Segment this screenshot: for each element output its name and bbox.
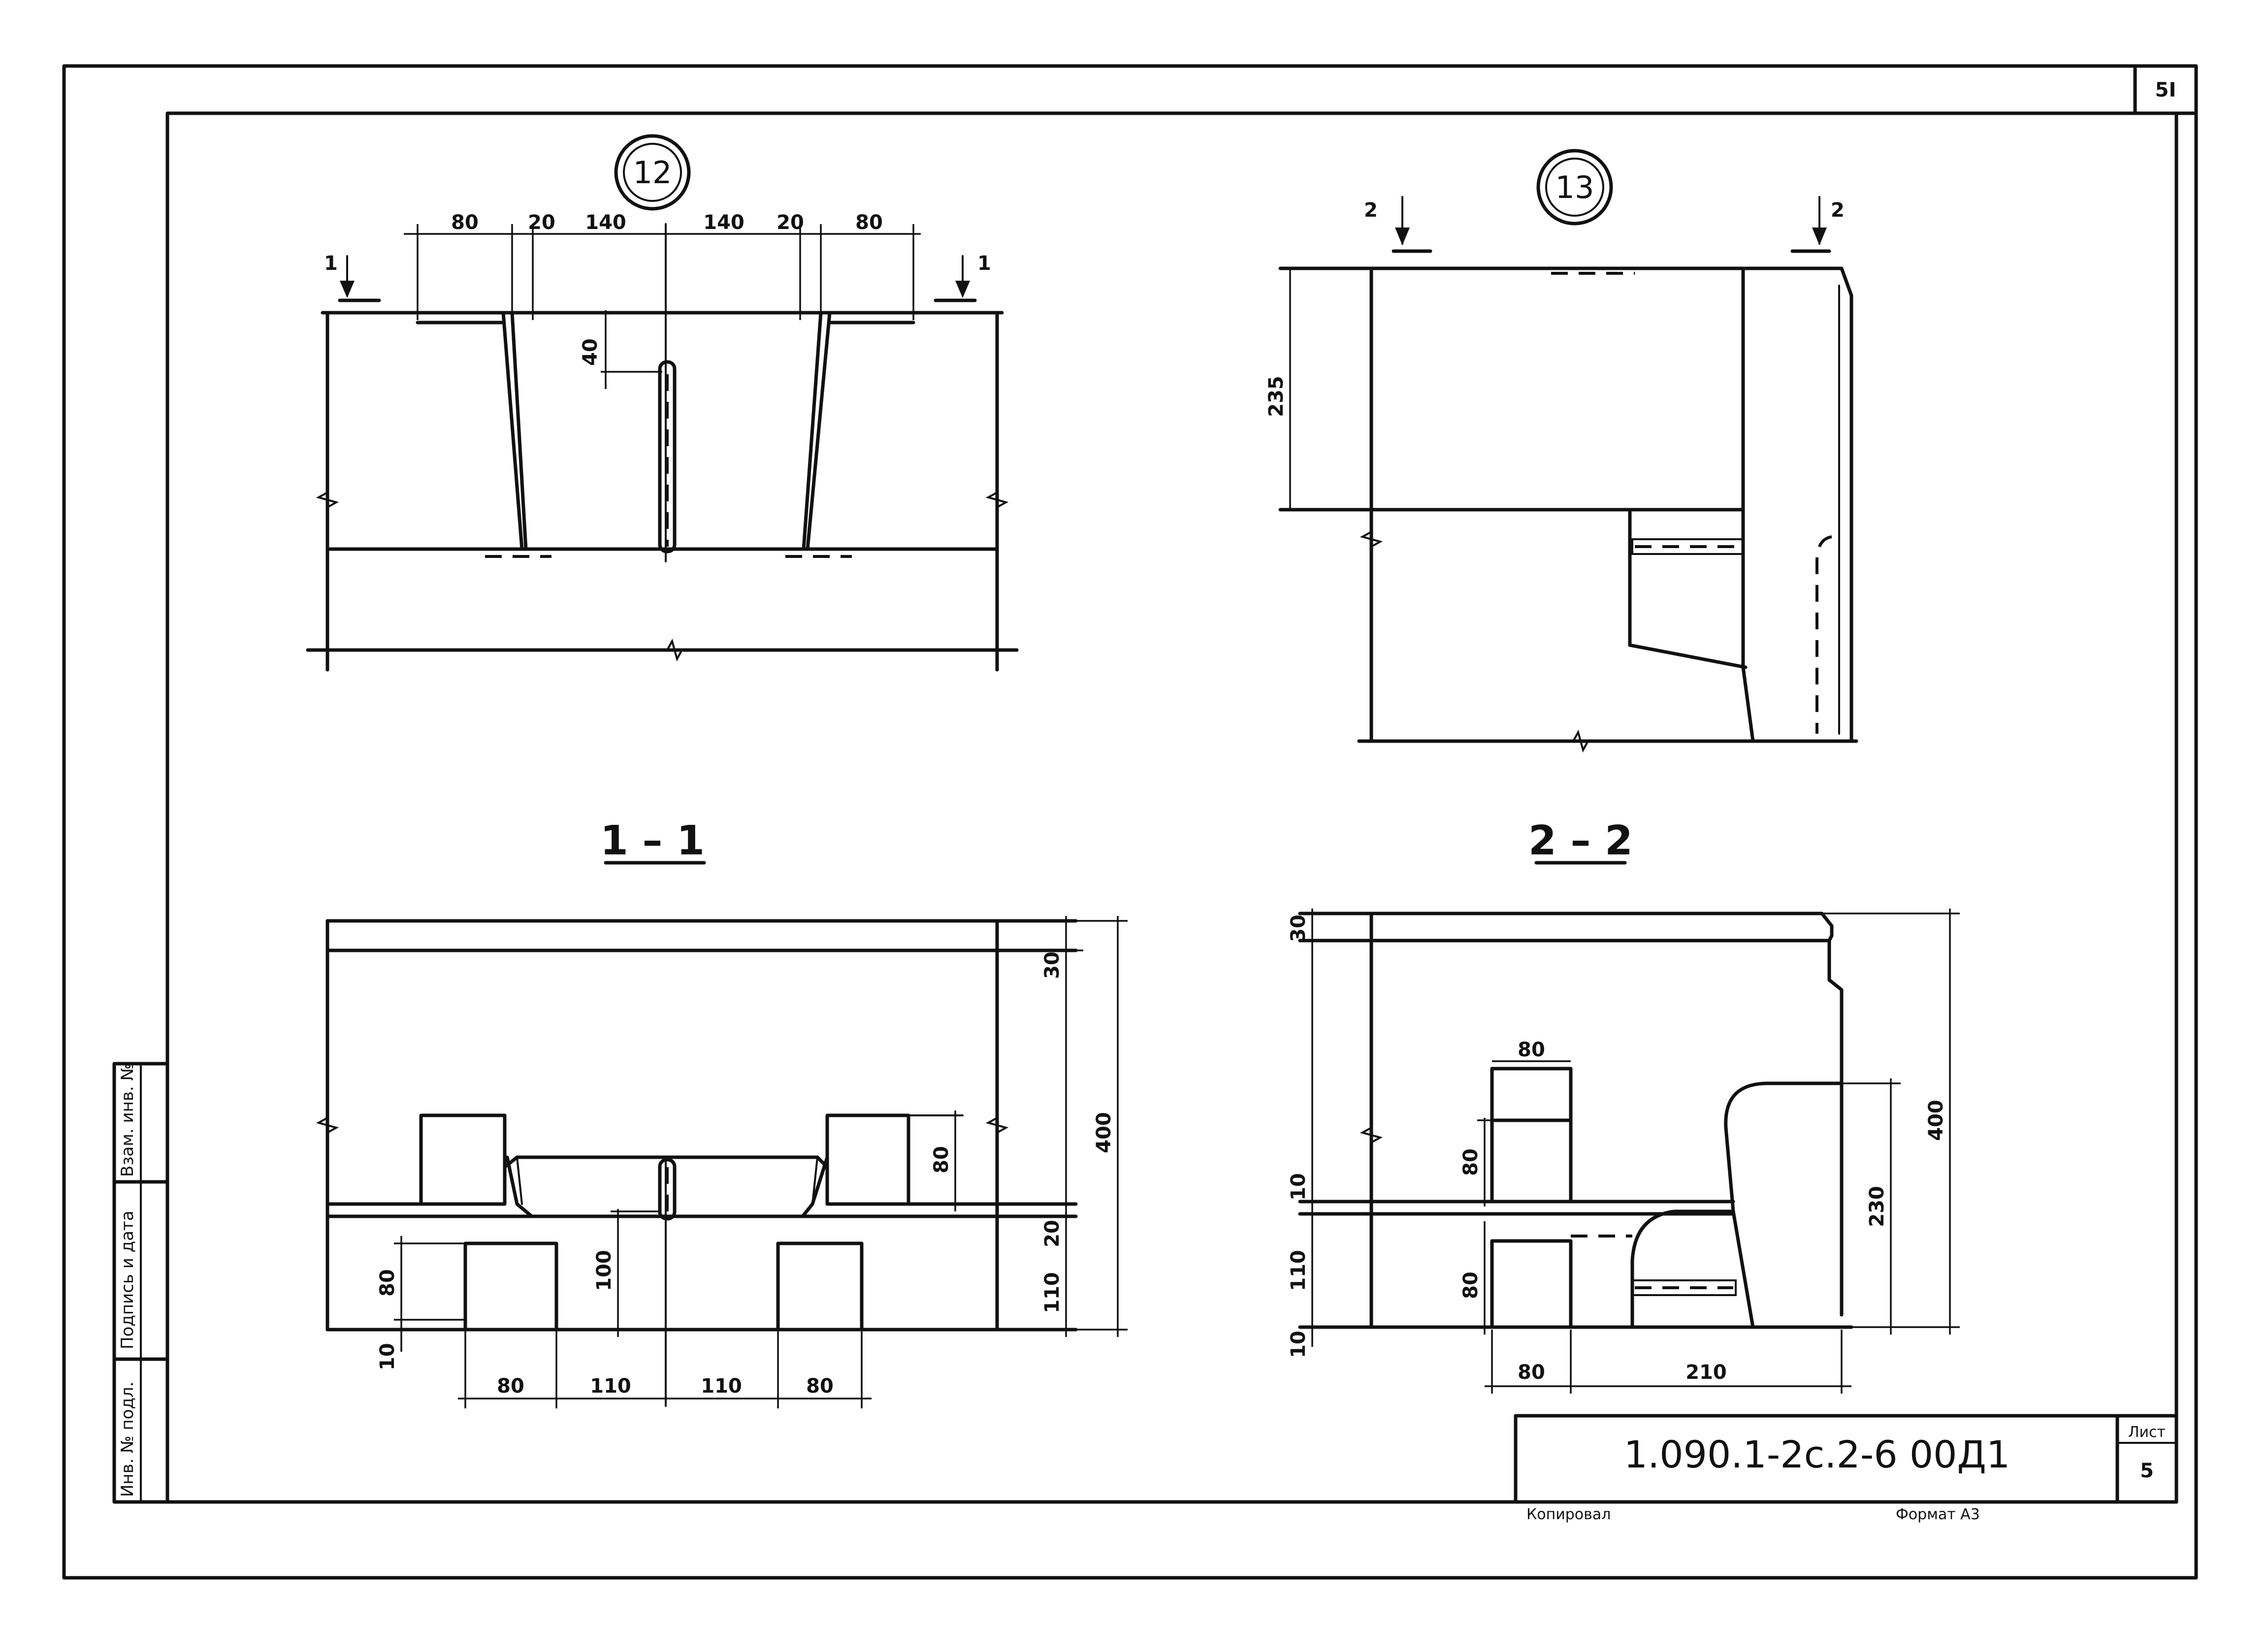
- section-2-2-dim-left-3: 10: [1287, 1331, 1310, 1358]
- title-block: 1.090.1-2с.2-6 00Д1 Лист 5 Копировал Фор…: [1514, 1414, 2178, 1523]
- section-1-1-dim-bottom-1: 110: [590, 1375, 631, 1398]
- side-stamp-replace: Взам. инв. №: [118, 1063, 137, 1177]
- section-2-2-dim-bottom-1: 210: [1685, 1361, 1727, 1384]
- section-1-1-title: 1 – 1: [600, 817, 705, 864]
- document-code: 1.090.1-2с.2-6 00Д1: [1624, 1433, 2010, 1476]
- node-12-dim-vertical: 40: [579, 338, 602, 366]
- section-2-2-dim-left-0: 30: [1287, 914, 1310, 942]
- section-1-1-dim-left-1: 10: [376, 1343, 399, 1370]
- node-12-section-mark-right: 1: [977, 252, 991, 275]
- section-2-2-dim-left-2: 110: [1287, 1250, 1310, 1291]
- section-1-1-dim-inner-0: 80: [930, 1146, 953, 1173]
- section-2-2-dim-inner-0: 80: [1518, 1039, 1545, 1061]
- section-1-1: 1 – 1 30: [316, 817, 1128, 1408]
- section-2-2: 2 – 2 30 10 110 10 80 80 80: [1287, 817, 1960, 1394]
- corner-sheet-number: 5I: [2155, 79, 2176, 101]
- section-1-1-dim-right-0: 30: [1041, 951, 1064, 979]
- section-2-2-dim-inner-1: 80: [1459, 1148, 1482, 1176]
- side-stamp-sign: Подпись и дата: [118, 1210, 137, 1349]
- section-2-2-dim-inner-2: 80: [1459, 1271, 1482, 1299]
- node-13-dim-height: 235: [1265, 376, 1288, 417]
- node-13: 13 2 2 235: [1265, 149, 1858, 753]
- format-label: Формат А3: [1896, 1506, 1980, 1523]
- node-13-section-mark-left: 2: [1364, 199, 1378, 222]
- section-1-1-dim-right-1: 20: [1041, 1220, 1064, 1247]
- section-2-2-title: 2 – 2: [1528, 817, 1633, 864]
- node-12-dim-top-3: 140: [703, 211, 745, 234]
- node-12-dim-top-2: 140: [585, 211, 626, 234]
- section-1-1-dim-right-3: 400: [1093, 1112, 1115, 1153]
- node-13-marker: 13: [1555, 169, 1594, 205]
- node-12-dim-top-0: 80: [451, 211, 479, 234]
- section-1-1-dim-bottom-0: 80: [497, 1375, 524, 1398]
- section-2-2-dim-left-1: 10: [1287, 1173, 1310, 1201]
- section-2-2-dim-bottom-0: 80: [1518, 1361, 1545, 1384]
- side-stamp-inv: Инв. № подл.: [118, 1381, 137, 1497]
- section-1-1-dim-bottom-3: 80: [806, 1375, 834, 1398]
- node-12-dim-top-1: 20: [528, 211, 555, 234]
- node-13-section-mark-right: 2: [1831, 199, 1845, 222]
- section-1-1-dim-inner-1: 100: [593, 1250, 616, 1291]
- section-2-2-dim-right-1: 400: [1925, 1100, 1947, 1141]
- node-12: 12 1 1 80 20 140 140 20 80: [306, 134, 1019, 672]
- section-1-1-dim-bottom-2: 110: [701, 1375, 742, 1398]
- sheet-number: 5: [2140, 1460, 2154, 1482]
- section-1-1-dim-right-2: 110: [1041, 1272, 1064, 1313]
- node-12-dim-top-4: 20: [777, 211, 804, 234]
- side-stamp: Инв. № подл. Подпись и дата Взам. инв. №: [112, 1062, 169, 1504]
- node-12-marker: 12: [633, 155, 672, 191]
- node-12-section-mark-left: 1: [324, 252, 338, 275]
- section-1-1-dim-left-0: 80: [376, 1269, 399, 1297]
- sheet-frame: 5I: [62, 64, 2198, 1580]
- copied-label: Копировал: [1526, 1506, 1611, 1523]
- section-2-2-dim-right-0: 230: [1866, 1186, 1888, 1227]
- sheet-label: Лист: [2128, 1424, 2166, 1441]
- node-12-dim-top-5: 80: [855, 211, 883, 234]
